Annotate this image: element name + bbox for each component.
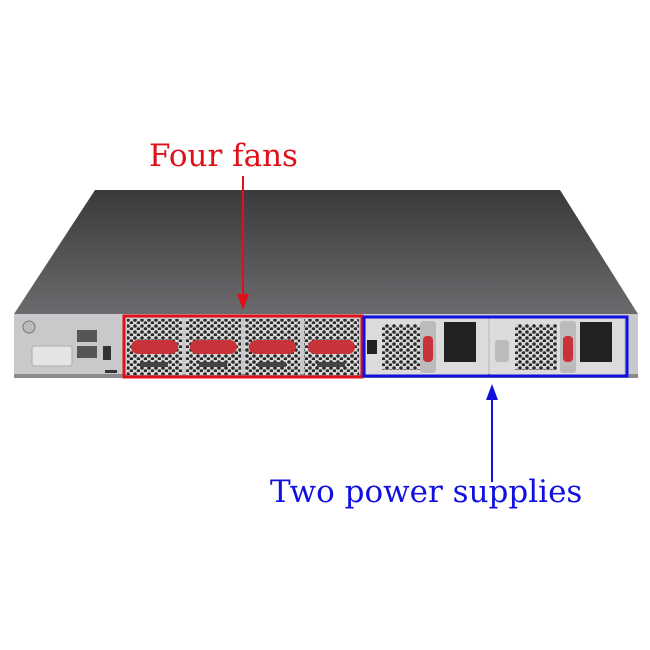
fan-module (304, 319, 359, 375)
psu-arrow (486, 384, 498, 482)
management-ports (22, 320, 117, 373)
fans-highlight-box (122, 314, 364, 379)
power-supply (366, 318, 488, 375)
fans-arrow (237, 176, 249, 310)
fan-module (245, 319, 300, 375)
fans-label: Four fans (149, 138, 298, 174)
power-supplies-label: Two power supplies (270, 474, 583, 510)
psu-highlight-box (362, 315, 629, 378)
chassis-top (14, 190, 638, 314)
power-supply (490, 318, 624, 375)
fan-module (186, 319, 241, 375)
fan-module (127, 319, 182, 375)
fan-modules (127, 319, 359, 375)
